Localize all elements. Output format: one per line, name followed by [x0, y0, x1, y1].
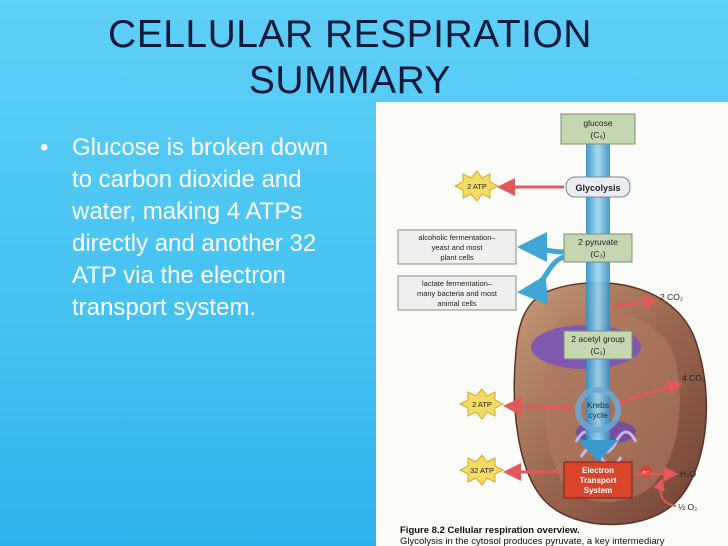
lactate-line-3: animal cells: [437, 299, 476, 308]
pyruvate-formula: (C₃): [590, 249, 605, 259]
arrow-to-lactate: [517, 254, 565, 305]
krebs-cycle-ring: [575, 387, 621, 433]
lactate-fermentation-box: [397, 275, 517, 311]
krebs-line-1: Krebs: [587, 400, 609, 410]
atp-burst-krebs: [458, 388, 505, 420]
glycolysis-box: [565, 176, 631, 198]
oxygen-arrow: [653, 478, 677, 507]
oxygen-label: ½ O₂: [678, 502, 697, 512]
figure-caption: Figure 8.2 Cellular respiration overview…: [400, 525, 665, 546]
alcoholic-fermentation-box: [397, 229, 517, 265]
atp-burst-ets: [458, 454, 505, 486]
alcoholic-line-3: plant cells: [440, 253, 474, 262]
glucose-label: glucose: [583, 118, 613, 128]
alcoholic-line-2: yeast and most: [432, 243, 484, 252]
atp-krebs-label: 2 ATP: [472, 400, 492, 409]
slide-title-line-1: CELLULAR RESPIRATION: [108, 13, 592, 56]
glucose-formula: (C₆): [590, 130, 605, 140]
lactate-line-1: lactate fermentation–: [422, 279, 493, 288]
ets-box: [563, 461, 633, 499]
ets-line-3: System: [584, 486, 612, 495]
alcoholic-line-1: alcoholic fermentation–: [418, 233, 496, 242]
bullet-list: Glucose is broken down to carbon dioxide…: [38, 132, 338, 324]
atp-ets-label: 32 ATP: [470, 466, 494, 475]
acetyl-box: [563, 330, 633, 360]
respiration-figure: glucose (C₆) Glycolysis 2 ATP alcoholic …: [376, 102, 728, 546]
slide-title-line-2: SUMMARY: [248, 59, 452, 102]
arrow-co2-second: [619, 380, 683, 404]
bullet-item: Glucose is broken down to carbon dioxide…: [38, 132, 338, 324]
figure-caption-text: Glycolysis in the cytosol produces pyruv…: [400, 536, 665, 546]
glucose-box: [560, 113, 636, 145]
pyruvate-label: 2 pyruvate: [578, 237, 618, 247]
krebs-line-2: cycle: [588, 410, 608, 420]
atp-burst-glycolysis: [453, 170, 500, 202]
ets-line-2: Transport: [580, 476, 617, 485]
figure-caption-title: Figure 8.2 Cellular respiration overview…: [400, 525, 580, 536]
respiration-diagram: glucose (C₆) Glycolysis 2 ATP alcoholic …: [376, 102, 728, 546]
slide-title: CELLULAR RESPIRATION SUMMARY: [60, 12, 640, 104]
acetyl-label: 2 acetyl group: [571, 334, 625, 344]
atp-glycolysis-label: 2 ATP: [467, 182, 487, 191]
glycolysis-label: Glycolysis: [575, 183, 620, 193]
co2-second-label: 4 CO₂: [682, 373, 705, 383]
arrow-to-alcoholic: [517, 232, 565, 263]
co2-first-label: 2 CO₂: [660, 292, 683, 302]
ets-line-1: Electron: [582, 466, 614, 475]
water-label: H₂O: [680, 469, 696, 479]
arrow-krebs-atp: [503, 397, 575, 416]
flow-arrow-head: [578, 440, 618, 462]
lactate-line-2: many bacteria and most: [417, 289, 498, 298]
arrow-co2-first: [611, 294, 659, 310]
acetyl-formula: (C₂): [590, 346, 605, 356]
pyruvate-box: [563, 233, 633, 263]
